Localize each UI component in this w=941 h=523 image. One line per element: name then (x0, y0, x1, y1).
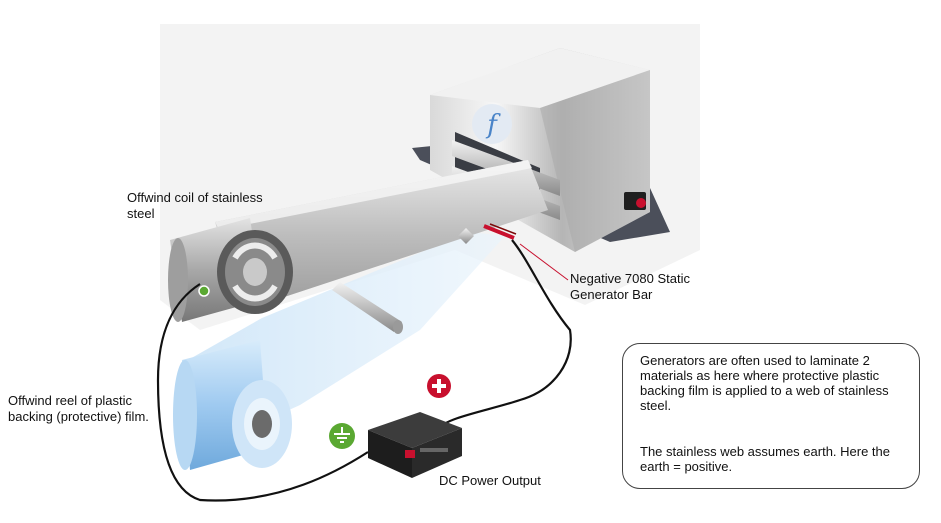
cables (156, 239, 572, 502)
bar-callout (519, 243, 569, 281)
note-paragraph-2: The stainless web assumes earth. Here th… (640, 444, 891, 474)
earth-icon (329, 423, 355, 449)
power-output-label: DC Power Output (439, 473, 541, 488)
plus-icon (427, 374, 451, 398)
info-note: Generators are often used to laminate 2 … (622, 343, 920, 489)
backing-film (188, 232, 505, 430)
coil-earth-cable (156, 283, 369, 502)
note-paragraph-1: Generators are often used to laminate 2 … (640, 353, 889, 413)
coil-earth-point (198, 285, 210, 297)
bar-hv-cable (439, 239, 572, 429)
offwind-coil-label: Offwind coil of stainless steel (127, 190, 263, 221)
offwind-reel (173, 340, 292, 470)
static-generator-bar (483, 223, 517, 240)
stainless-steel-web (215, 160, 548, 310)
machine-logo-badge (472, 104, 512, 144)
dc-power-unit (368, 412, 462, 478)
idler-rods (332, 228, 474, 334)
generator-bar-label: Negative 7080 Static Generator Bar (570, 271, 690, 302)
offwind-reel-label: Offwind reel of plastic backing (protect… (8, 393, 149, 424)
offwind-coil (168, 218, 293, 322)
